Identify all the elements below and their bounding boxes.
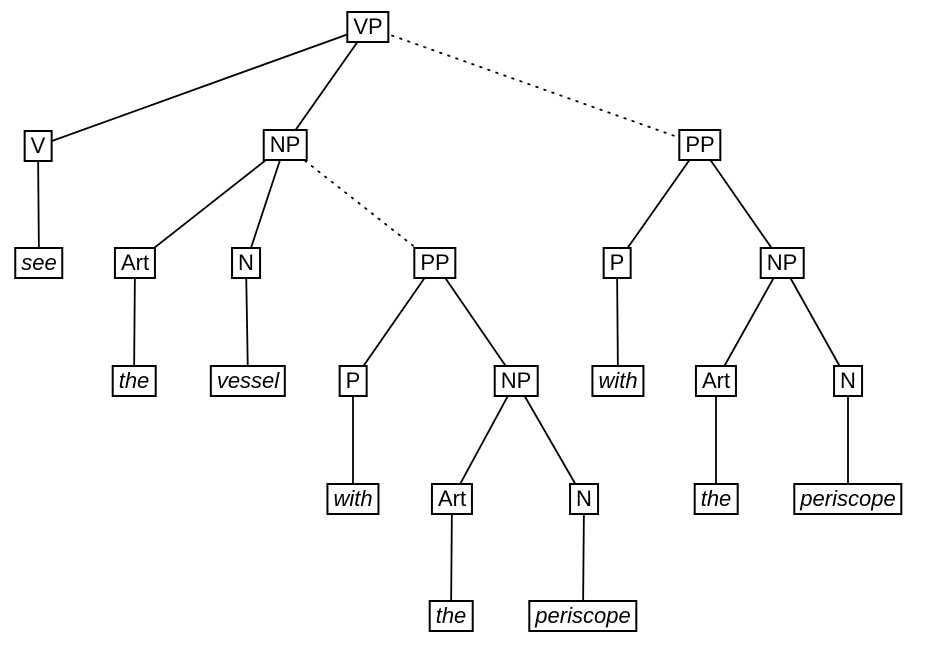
tree-edge-np-obj-art-left <box>134 144 286 264</box>
tree-edge-pp-np-np-mid <box>434 262 517 382</box>
tree-node-with-right: with <box>591 365 645 397</box>
tree-node-n-right: N <box>833 365 863 397</box>
tree-edge-p-right-with-right <box>616 262 619 382</box>
tree-node-n-mid: N <box>569 483 599 515</box>
tree-node-p-right: P <box>602 247 632 279</box>
tree-edge-pp-np-p-mid <box>352 262 436 382</box>
tree-node-pp-np: PP <box>413 247 457 279</box>
tree-node-art-left: Art <box>113 247 157 279</box>
tree-edge-np-obj-n-left <box>245 144 286 264</box>
tree-edge-art-left-the-left <box>133 262 136 382</box>
tree-node-n-left: N <box>231 247 261 279</box>
tree-edge-art-mid-the-mid <box>450 498 453 617</box>
tree-node-the-mid: the <box>428 600 474 632</box>
tree-edge-n-left-vessel <box>245 262 249 382</box>
tree-node-see: see <box>14 247 64 279</box>
tree-node-vessel: vessel <box>209 365 287 397</box>
tree-edge-np-obj-pp-np <box>284 144 436 264</box>
tree-node-v: V <box>23 130 53 162</box>
tree-edge-vp-np-obj <box>284 26 369 146</box>
tree-edge-pp-vp-p-right <box>616 144 701 264</box>
tree-edge-pp-vp-np-right <box>699 144 783 264</box>
tree-node-np-mid: NP <box>493 365 539 397</box>
tree-node-pp-vp: PP <box>678 129 722 161</box>
tree-edge-n-mid-periscope-m <box>582 498 585 617</box>
tree-edge-v-see <box>37 145 40 264</box>
tree-node-periscope-r: periscope <box>793 483 903 515</box>
tree-edge-np-right-n-right <box>781 262 849 382</box>
tree-node-np-right: NP <box>759 247 805 279</box>
tree-edge-np-right-art-right <box>715 262 783 382</box>
tree-edge-vp-pp-vp <box>367 26 701 146</box>
tree-node-with-mid: with <box>326 483 380 515</box>
tree-edge-vp-v <box>37 26 369 147</box>
tree-node-art-mid: Art <box>430 483 474 515</box>
tree-edge-np-mid-art-mid <box>451 380 517 500</box>
tree-node-vp: VP <box>346 11 390 43</box>
tree-edge-np-mid-n-mid <box>515 380 585 500</box>
tree-node-np-obj: NP <box>262 129 308 161</box>
tree-node-the-right: the <box>693 483 739 515</box>
tree-node-art-right: Art <box>694 365 738 397</box>
tree-node-periscope-m: periscope <box>528 600 638 632</box>
tree-node-p-mid: P <box>338 365 368 397</box>
tree-node-the-left: the <box>111 365 157 397</box>
